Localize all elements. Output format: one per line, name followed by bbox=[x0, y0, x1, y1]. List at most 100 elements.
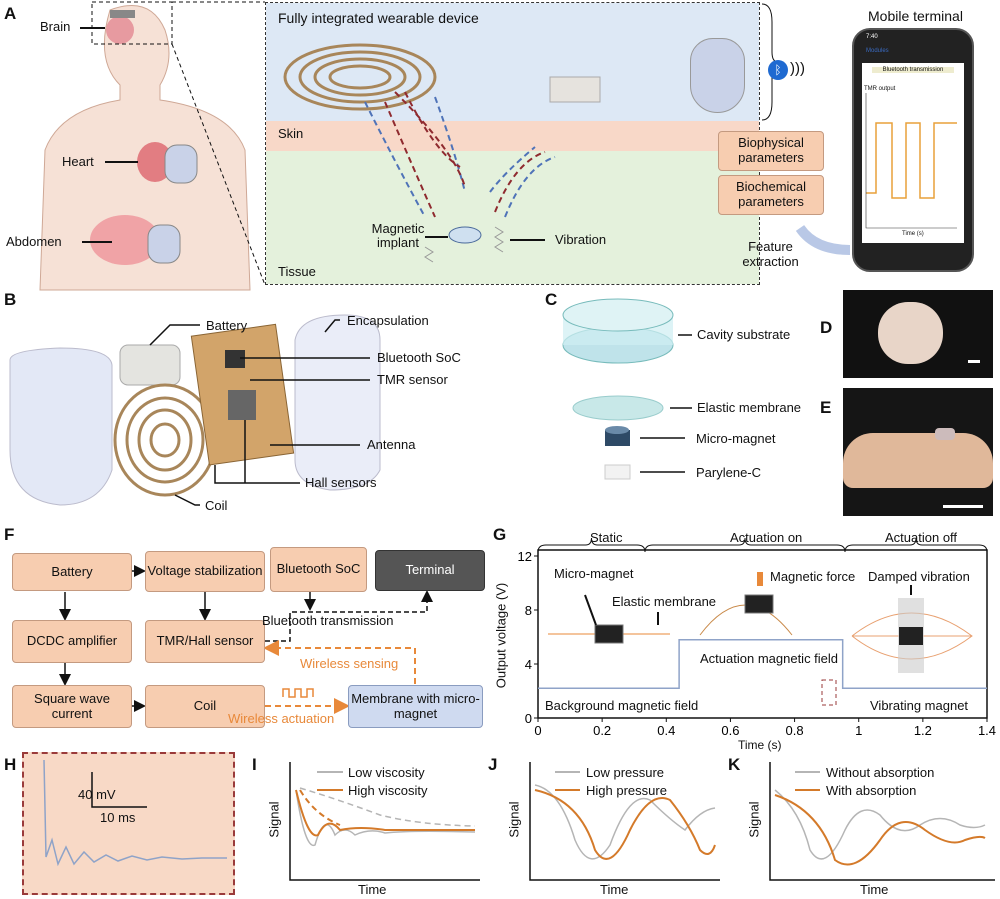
phase-brace-2 bbox=[844, 537, 988, 553]
label-vibration: Vibration bbox=[555, 232, 607, 247]
panel-label-j: J bbox=[488, 755, 498, 774]
biophysical-parameters-box: Biophysical parameters bbox=[718, 131, 824, 171]
wireless-actuation-label: Wireless actuation bbox=[228, 711, 335, 726]
g-xtick-label: 1.2 bbox=[914, 723, 932, 738]
tmr-hall-sensor-box: TMR/Hall sensor bbox=[145, 620, 265, 663]
g-plot-frame bbox=[537, 549, 988, 719]
square-wave-current-box: Square wave current bbox=[12, 685, 132, 728]
static-magnet-icon bbox=[594, 624, 624, 644]
panel-label-f: F bbox=[4, 525, 15, 544]
flowchart-arrows bbox=[59, 565, 433, 714]
legend-without-absorption: Without absorption bbox=[826, 765, 935, 780]
i-ylabel: Signal bbox=[266, 801, 282, 838]
k-with-absorption bbox=[774, 794, 986, 866]
label-cavity-substrate: Cavity substrate bbox=[697, 327, 791, 342]
brain-icon bbox=[106, 16, 134, 44]
curved-arrow-icon bbox=[795, 224, 851, 255]
membrane-box: Membrane with micro-magnet bbox=[348, 685, 483, 728]
label-battery: Battery bbox=[206, 318, 248, 333]
j-ylabel: Signal bbox=[506, 801, 522, 838]
photo-implant-on-finger bbox=[843, 388, 993, 516]
label-abdomen: Abdomen bbox=[6, 234, 62, 249]
label-micro-magnet: Micro-magnet bbox=[696, 431, 776, 446]
k-without-absorption bbox=[774, 789, 986, 860]
device-icon bbox=[164, 144, 198, 184]
magnetic-force-arrow-icon bbox=[757, 572, 763, 586]
annotation-elastic-membrane: Elastic membrane bbox=[612, 594, 717, 609]
g-series-line bbox=[538, 638, 987, 690]
label-brain: Brain bbox=[40, 19, 71, 34]
g-xtick-label: 0.8 bbox=[786, 723, 804, 738]
phone-time: 7:40 bbox=[866, 34, 878, 40]
phase-static: Static bbox=[590, 530, 623, 545]
legend-high-viscosity: High viscosity bbox=[348, 783, 428, 798]
device-icon bbox=[110, 10, 135, 18]
k-ylabel: Signal bbox=[746, 801, 762, 838]
label-tissue: Tissue bbox=[278, 264, 316, 279]
body-silhouette bbox=[39, 1, 266, 291]
intestine-icon bbox=[90, 215, 160, 265]
phone-banner: Bluetooth transmission bbox=[872, 67, 954, 73]
g-xtick-label: 0.2 bbox=[593, 723, 611, 738]
legend-with-absorption: With absorption bbox=[826, 783, 917, 798]
panel-h-box bbox=[22, 752, 235, 895]
dcdc-amplifier-box: DCDC amplifier bbox=[12, 620, 132, 663]
phone-chart-title: TMR output bbox=[864, 86, 896, 92]
phone-back-button[interactable]: Modules bbox=[866, 48, 889, 54]
battery-box: Battery bbox=[12, 553, 132, 591]
mobile-terminal-title: Mobile terminal bbox=[868, 8, 963, 24]
g-xtick-label: 0.4 bbox=[657, 723, 675, 738]
panel-label-e: E bbox=[820, 398, 832, 417]
i-low-viscosity bbox=[295, 787, 476, 847]
phone: 7:40 Modules Bluetooth transmission TMR … bbox=[852, 28, 974, 272]
implant-icon bbox=[448, 226, 482, 244]
i-xlabel: Time bbox=[358, 882, 387, 897]
implant-exploded-drawing bbox=[562, 298, 692, 480]
g-ytick-label: 4 bbox=[525, 657, 532, 672]
label-encapsulation: Encapsulation bbox=[347, 313, 429, 328]
annotation-damped-vibration: Damped vibration bbox=[868, 569, 970, 584]
g-ytick-label: 0 bbox=[525, 711, 532, 726]
label-hall-sensors: Hall sensors bbox=[305, 475, 377, 490]
phone-screen: Bluetooth transmission TMR output Time (… bbox=[862, 63, 964, 243]
g-ytick-label: 12 bbox=[518, 549, 532, 564]
phase-actuation-on: Actuation on bbox=[730, 530, 803, 545]
vibrating-magnet-icon bbox=[899, 627, 923, 645]
g-xtick-label: 1.4 bbox=[978, 723, 996, 738]
g-xlabel: Time (s) bbox=[738, 738, 782, 752]
tmr-chip bbox=[549, 76, 601, 103]
g-xtick-label: 1 bbox=[855, 723, 862, 738]
wireless-signal-icon: ))) bbox=[790, 60, 805, 77]
g-xtick-label: 0.6 bbox=[721, 723, 739, 738]
heart-icon bbox=[137, 142, 173, 182]
annotation-actuation-field: Actuation magnetic field bbox=[700, 651, 839, 666]
i-high-viscosity bbox=[295, 789, 475, 837]
phase-actuation-off: Actuation off bbox=[885, 530, 958, 545]
label-magnetic-implant: Magnetic implant bbox=[371, 221, 425, 251]
j-xlabel: Time bbox=[600, 882, 629, 897]
coil-icon bbox=[283, 43, 437, 111]
phase-brace-0 bbox=[537, 537, 646, 553]
panel-label-a: A bbox=[4, 4, 17, 23]
panel-label-c: C bbox=[545, 290, 558, 309]
phase-brace-1 bbox=[644, 537, 846, 553]
exploded-device-drawing bbox=[9, 314, 381, 506]
label-antenna: Antenna bbox=[367, 437, 416, 452]
panel-label-i: I bbox=[252, 755, 257, 774]
annotation-micro-magnet: Micro-magnet bbox=[554, 566, 634, 581]
damped-signal-trace bbox=[43, 759, 227, 867]
panel-label-g: G bbox=[493, 525, 507, 544]
voltage-stabilization-box: Voltage stabilization bbox=[145, 551, 265, 592]
bluetooth-transmission-label: Bluetooth transmission bbox=[262, 613, 394, 628]
tmr-output-plot bbox=[865, 93, 957, 229]
label-elastic-membrane: Elastic membrane bbox=[697, 400, 802, 415]
g-xtick-label: 0 bbox=[534, 723, 541, 738]
label-skin: Skin bbox=[278, 126, 304, 141]
scale-y-label: 40 mV bbox=[78, 787, 116, 802]
bluetooth-icon: ᛒ bbox=[768, 60, 788, 80]
feature-extraction-label: Feature extraction bbox=[742, 239, 799, 269]
bluetooth-soc-box: Bluetooth SoC bbox=[270, 547, 367, 592]
label-parylene-c: Parylene-C bbox=[696, 465, 762, 480]
